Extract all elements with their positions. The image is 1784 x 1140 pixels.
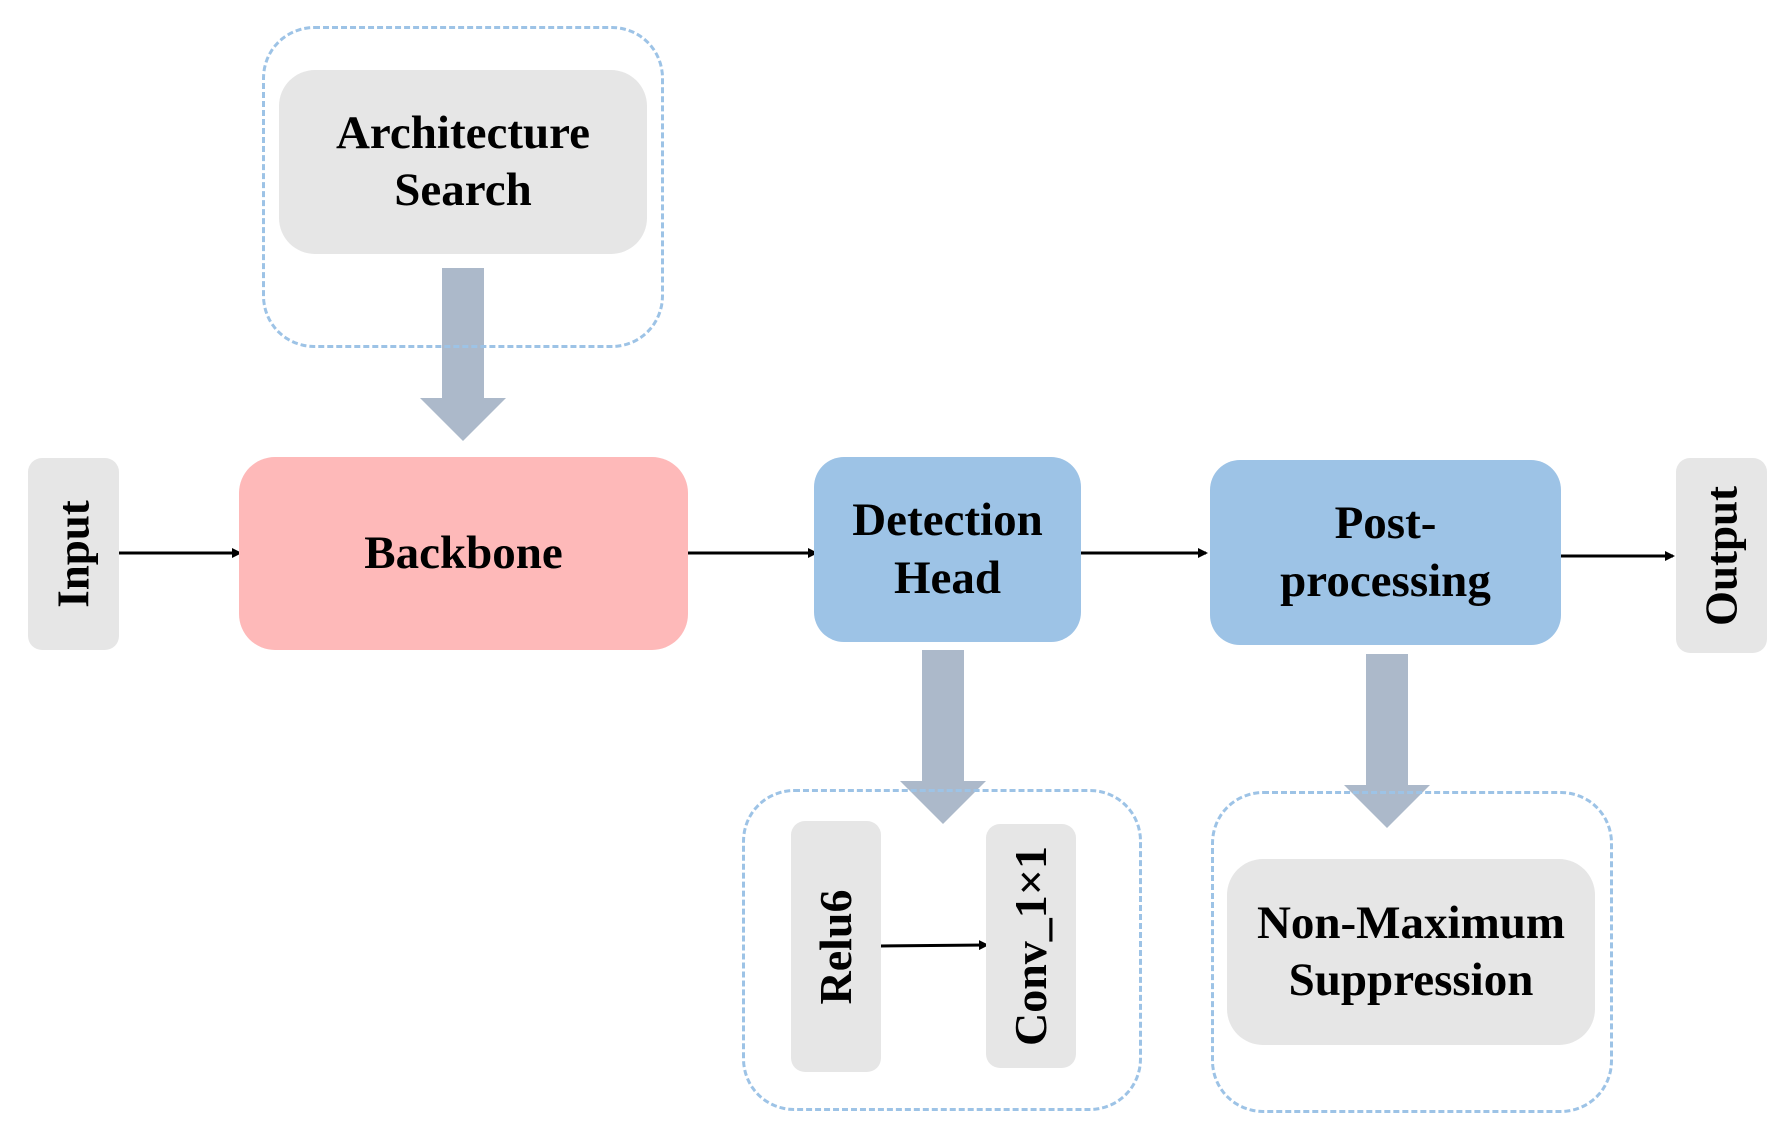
detection-head-box: Detection Head (814, 457, 1081, 642)
input-box: Input (28, 458, 119, 650)
post-processing-line2: processing (1280, 554, 1491, 607)
architecture-search-line1: Architecture (335, 106, 591, 159)
input-label: Input (48, 500, 99, 608)
nms-line1: Non-Maximum (1256, 896, 1566, 949)
nms-box: Non-Maximum Suppression (1227, 859, 1595, 1045)
detection-head-subgroup (742, 789, 1142, 1111)
output-label: Output (1696, 485, 1747, 626)
conv-box: Conv_1×1 (986, 824, 1076, 1068)
post-processing-box: Post- processing (1210, 460, 1561, 645)
relu6-box: Relu6 (791, 821, 881, 1072)
backbone-label: Backbone (364, 526, 563, 579)
architecture-search-box: Architecture Search (279, 70, 647, 254)
block-arrow-head-to-subgroup (900, 650, 986, 824)
backbone-box: Backbone (239, 457, 688, 650)
detection-head-line2: Head (893, 551, 1002, 604)
output-box: Output (1676, 458, 1767, 653)
architecture-search-group (262, 26, 664, 348)
detection-head-line1: Detection (852, 494, 1043, 547)
relu6-label: Relu6 (809, 889, 861, 1004)
nms-group (1211, 791, 1613, 1113)
conv-label: Conv_1×1 (1004, 845, 1056, 1047)
nms-line2: Suppression (1288, 954, 1534, 1006)
block-arrow-post-to-nms (1344, 654, 1430, 828)
post-processing-line1: Post- (1334, 497, 1437, 550)
architecture-search-line2: Search (394, 164, 532, 216)
block-arrow-search-to-backbone (420, 268, 506, 441)
arrow-relu6-to-conv (879, 940, 989, 951)
